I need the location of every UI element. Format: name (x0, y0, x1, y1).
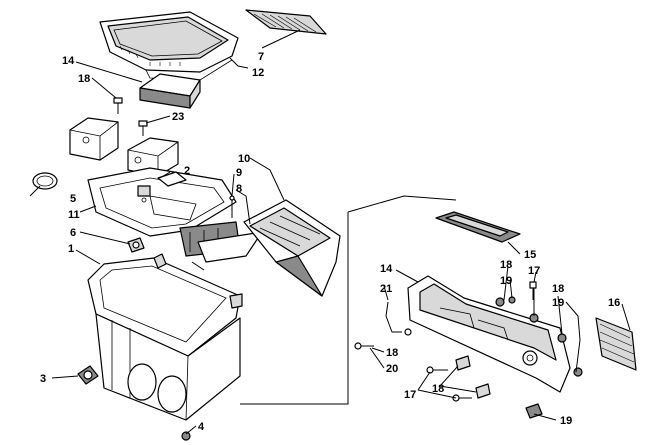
callout-18-bottom: 18 (432, 383, 444, 395)
part-11-base-plate (87, 167, 237, 237)
callout-5: 5 (70, 193, 76, 205)
callout-16: 16 (608, 297, 620, 309)
callouts: 14 18 23 7 12 5 11 2 10 9 8 6 1 3 4 15 1… (40, 51, 620, 433)
callout-10: 10 (238, 153, 250, 165)
callout-18-top: 18 (500, 259, 512, 271)
part-10-duct (243, 199, 341, 297)
part-2-bracket (157, 171, 187, 187)
callout-19-bottom: 19 (560, 415, 572, 427)
callout-13: 14 (62, 55, 75, 67)
callout-21: 21 (380, 283, 392, 295)
callout-19-top: 19 (500, 275, 512, 287)
callout-19-right: 19 (552, 297, 564, 309)
intake-tubes (179, 221, 263, 263)
callout-23: 23 (172, 111, 184, 123)
callout-12: 12 (252, 67, 264, 79)
callout-2: 2 (184, 165, 190, 177)
callout-17-bottom: 17 (404, 389, 416, 401)
callout-8: 8 (236, 183, 242, 195)
part-5-clamp (32, 172, 58, 190)
callout-3: 3 (40, 373, 46, 385)
callout-18-left: 18 (386, 347, 398, 359)
callout-1: 1 (68, 243, 74, 255)
callout-7: 7 (258, 51, 264, 63)
control-module (69, 117, 179, 177)
part-13-air-filter (139, 73, 201, 109)
part-22-screw (113, 97, 123, 114)
callout-17-top: 17 (528, 265, 540, 277)
leader-lines (29, 29, 631, 435)
part-9-pin (229, 195, 235, 218)
sub-assembly-frame (191, 195, 457, 405)
callout-6: 6 (70, 227, 76, 239)
callout-18-right: 18 (552, 283, 564, 295)
callout-9: 9 (236, 167, 242, 179)
part-16-foam (595, 317, 637, 371)
part-15-gasket (435, 211, 521, 243)
callout-11: 11 (68, 209, 80, 221)
part-23-screw (138, 120, 148, 136)
part-7-screen (245, 9, 327, 35)
part-6-fitting (127, 237, 145, 253)
part-14-beam (407, 275, 571, 393)
part-3-grommet (77, 365, 99, 385)
callout-4: 4 (198, 421, 205, 433)
callout-20: 20 (386, 363, 398, 375)
callout-15: 15 (524, 249, 536, 261)
part-12-airbox-lid (99, 11, 239, 81)
part-1-airbox (87, 253, 243, 421)
part-21-rod (385, 301, 412, 336)
part-4-plug (181, 431, 191, 441)
callout-14: 14 (380, 263, 393, 275)
callout-22: 18 (78, 73, 90, 85)
